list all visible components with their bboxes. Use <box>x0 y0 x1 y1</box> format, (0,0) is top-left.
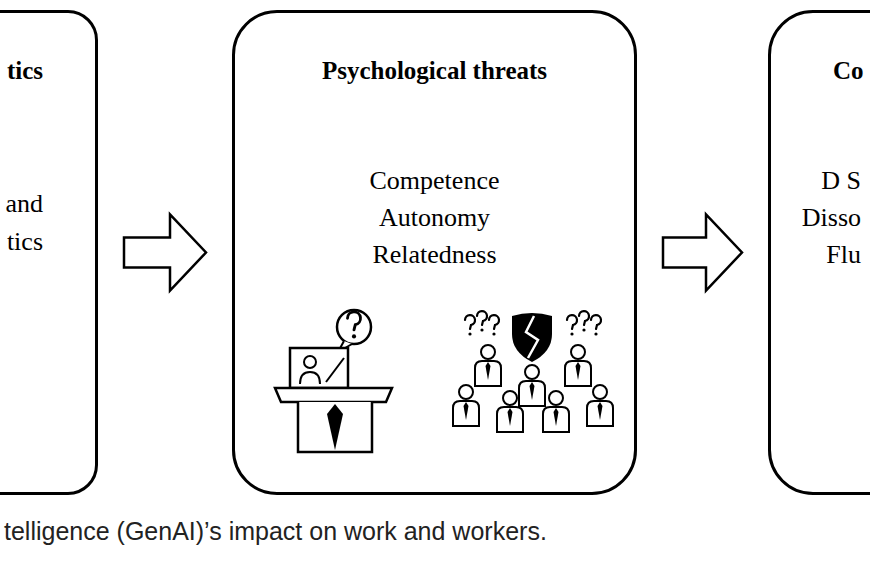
figure-caption: telligence (GenAI)’s impact on work and … <box>4 517 547 546</box>
box-body: and tics <box>5 185 43 261</box>
block-arrow <box>663 215 742 291</box>
box-body: Competence Autonomy Relatedness <box>370 162 500 273</box>
stage-box: tics and tics <box>0 10 98 495</box>
box-heading: tics <box>7 56 43 86</box>
box-heading: Co <box>833 56 864 86</box>
block-arrow <box>124 215 206 291</box>
people-group-icon <box>453 311 613 432</box>
stage-box: Psychological threatsCompetence Autonomy… <box>232 10 637 495</box>
stage-box: Co D S Disso Flu <box>768 10 870 495</box>
box-body: D S Disso Flu <box>802 162 861 273</box>
box-heading: Psychological threats <box>322 56 547 86</box>
presenter-icon <box>275 310 392 452</box>
